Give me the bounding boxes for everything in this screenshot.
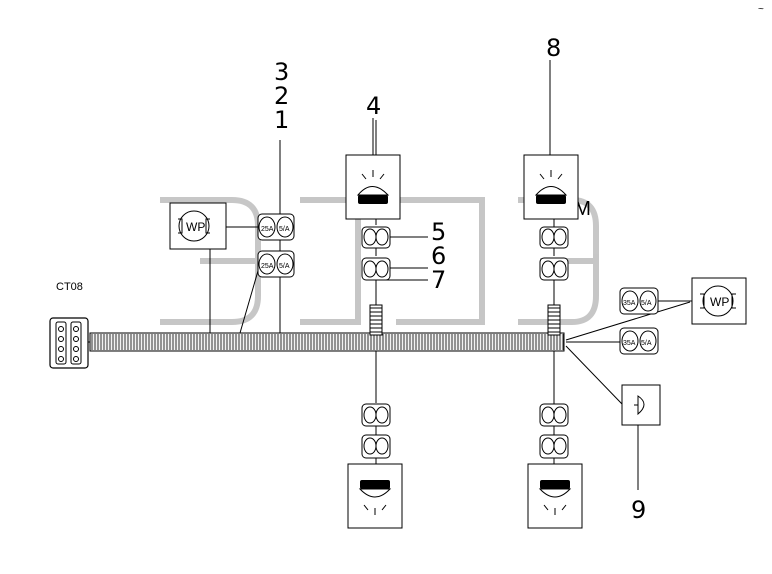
callout-6: 6 — [431, 242, 446, 270]
callout-8: 8 — [546, 34, 561, 62]
lamp-top-center — [345, 154, 401, 220]
fuse-plug-left-top: 25A 5/A — [257, 213, 295, 241]
callout-5: 5 — [431, 218, 446, 246]
plug-lt-b: 5/A — [279, 226, 290, 233]
plug-lb-b: 5/A — [279, 263, 290, 270]
plug-right-bottom-2 — [539, 434, 569, 459]
plug-right-bottom-1 — [539, 403, 569, 427]
ct08-label: CT08 — [56, 281, 83, 293]
ct08-connector — [49, 317, 89, 369]
branch-right — [549, 60, 691, 470]
lamp-bottom-right — [527, 463, 583, 529]
plug-lb-a: 25A — [261, 263, 274, 270]
callout-2: 2 — [274, 82, 289, 110]
callout-1: 1 — [274, 106, 289, 134]
callout-9: 9 — [631, 496, 646, 524]
plug-center-lower — [361, 257, 391, 281]
relay-left-text: WP — [186, 220, 205, 234]
relay-left: WP — [169, 202, 227, 250]
plug-center-bottom-1 — [361, 403, 391, 427]
switch-item-9 — [621, 384, 661, 490]
relay-right: WP — [691, 277, 747, 325]
callout-4: 4 — [366, 92, 381, 120]
lamp-bottom-center — [347, 463, 403, 529]
fuse-plug-left-bottom: 25A 5/A — [257, 250, 295, 278]
plug-center-bottom-2 — [361, 434, 391, 459]
lamp-top-right — [523, 154, 579, 220]
corner-mark: ~ — [758, 4, 764, 15]
callout-leaders — [372, 118, 428, 281]
plug-rt-b: 5/A — [641, 300, 652, 307]
plug-right-upper — [539, 226, 569, 249]
plug-center-upper — [361, 226, 391, 249]
plug-rb-a: 35A — [623, 340, 636, 347]
fuse-plug-right-bottom: 35A 5/A — [619, 327, 659, 355]
plug-right-lower — [539, 257, 569, 281]
relay-right-text: WP — [710, 295, 729, 309]
plug-lt-a: 25A — [261, 226, 274, 233]
callout-3: 3 — [274, 58, 289, 86]
callout-7: 7 — [431, 266, 446, 294]
fuse-plug-right-top: 35A 5/A — [619, 287, 659, 315]
plug-rb-b: 5/A — [641, 340, 652, 347]
plug-rt-a: 35A — [623, 300, 636, 307]
main-harness — [60, 332, 565, 352]
